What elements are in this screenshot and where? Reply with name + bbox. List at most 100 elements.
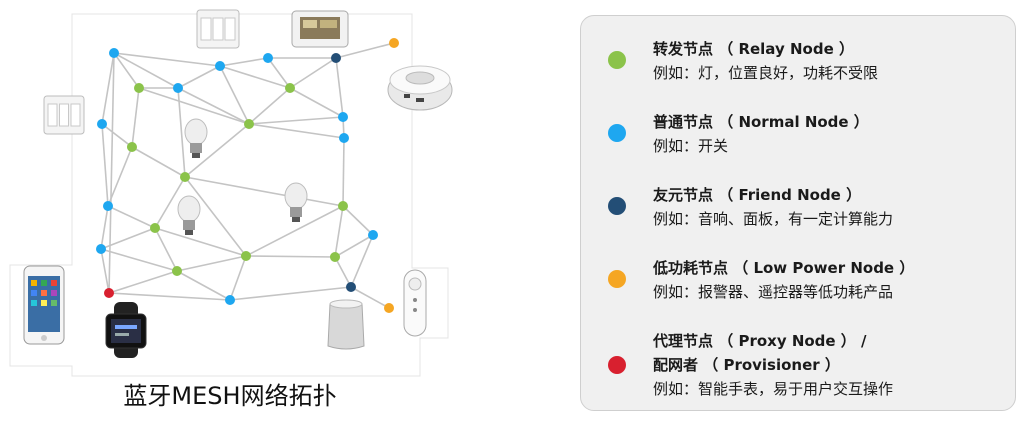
mesh-link [101, 52, 115, 125]
mesh-link [350, 286, 390, 309]
normal-node [368, 230, 378, 240]
mesh-link [342, 205, 374, 236]
legend-title: 低功耗节点 （ Low Power Node ） [653, 259, 915, 277]
mesh-link [245, 205, 344, 257]
mesh-link [229, 286, 352, 301]
normal-node [263, 53, 273, 63]
mesh-link [267, 57, 291, 89]
relay-node [338, 201, 348, 211]
light-bulb-icon [284, 182, 308, 222]
relay-node [134, 83, 144, 93]
legend-description: 例如：报警器、遥控器等低功耗产品 [653, 283, 894, 301]
mesh-link [248, 123, 345, 139]
normal-node [97, 119, 107, 129]
mesh-link [177, 87, 186, 178]
mesh-link [219, 65, 291, 89]
mesh-link [219, 57, 269, 67]
relay-node [180, 172, 190, 182]
legend-title: 普通节点 （ Normal Node ） [653, 113, 869, 131]
legend-description: 例如：智能手表，易于用户交互操作 [653, 380, 894, 398]
normal-node [109, 48, 119, 58]
mesh-link [107, 146, 133, 207]
mesh-link [289, 57, 337, 89]
mesh-link [154, 227, 178, 272]
relay-node [241, 251, 251, 261]
mesh-link [335, 57, 344, 118]
legend-title-line2: 配网者 （ Provisioner ） [653, 356, 840, 374]
mesh-link [229, 255, 247, 301]
mesh-link [184, 176, 344, 207]
mesh-link [248, 87, 291, 125]
mesh-link [113, 52, 140, 89]
relay-node [244, 119, 254, 129]
mesh-link [177, 87, 250, 125]
smoke-detector-icon [387, 65, 453, 111]
legend-description: 例如：开关 [653, 137, 729, 155]
mesh-link [184, 176, 247, 257]
normal-node [225, 295, 235, 305]
device-icons [23, 9, 453, 358]
mesh-link [113, 52, 221, 67]
low-power-node-dot [608, 270, 626, 288]
normal-node [103, 201, 113, 211]
mesh-link [245, 255, 336, 258]
relay-node [127, 142, 137, 152]
mesh-area-frame [9, 13, 449, 377]
normal-node [173, 83, 183, 93]
mesh-link [108, 270, 178, 294]
mesh-link [100, 248, 110, 294]
mesh-link [154, 176, 186, 229]
touch-panel-icon [291, 10, 349, 48]
smartphone-icon [23, 265, 65, 345]
relay-node [150, 223, 160, 233]
mesh-link [131, 146, 186, 178]
proxy-node-dot [608, 356, 626, 374]
smartwatch-icon [105, 302, 147, 358]
smart-speaker-icon [327, 299, 365, 350]
mesh-link [334, 205, 344, 258]
normal-node [339, 133, 349, 143]
mesh-link [154, 227, 247, 257]
mesh-link [248, 116, 344, 125]
friend-node [331, 53, 341, 63]
light-bulb-icon [177, 195, 201, 235]
diagram-caption: 蓝牙MESH网络拓扑 [123, 382, 337, 410]
mesh-link [350, 234, 374, 288]
legend-description: 例如：灯，位置良好，功耗不受限 [653, 64, 879, 82]
mesh-link [107, 205, 156, 229]
normal-node [215, 61, 225, 71]
legend-title: 友元节点 （ Friend Node ） [653, 186, 862, 204]
legend-title: 转发节点 （ Relay Node ） [653, 40, 854, 58]
mesh-nodes [96, 38, 399, 313]
friend-node-dot [608, 197, 626, 215]
low-power-node [389, 38, 399, 48]
mesh-link [108, 292, 231, 301]
switch-icon [196, 9, 240, 49]
mesh-link [289, 87, 344, 118]
mesh-link [342, 137, 345, 207]
legend-description: 例如：音响、面板，有一定计算能力 [653, 210, 894, 228]
relay-node-dot [608, 51, 626, 69]
friend-node [346, 282, 356, 292]
normal-node [338, 112, 348, 122]
relay-node [330, 252, 340, 262]
mesh-topology-diagram [9, 9, 453, 377]
mesh-link [176, 270, 231, 301]
mesh-link [177, 65, 221, 89]
mesh-link [176, 255, 247, 272]
mesh-link [334, 234, 374, 258]
mesh-link [108, 52, 115, 294]
legend-panel: 转发节点 （ Relay Node ） 例如：灯，位置良好，功耗不受限 普通节点… [580, 15, 1016, 411]
mesh-link [101, 123, 133, 148]
remote-control-icon [403, 269, 427, 337]
mesh-link [131, 87, 140, 148]
mesh-link [138, 87, 250, 125]
proxy-node [104, 288, 114, 298]
relay-node [285, 83, 295, 93]
light-bulb-icon [184, 118, 208, 158]
switch-icon [43, 95, 85, 135]
relay-node [172, 266, 182, 276]
mesh-link [100, 248, 178, 272]
mesh-link [113, 52, 179, 89]
low-power-node [384, 303, 394, 313]
